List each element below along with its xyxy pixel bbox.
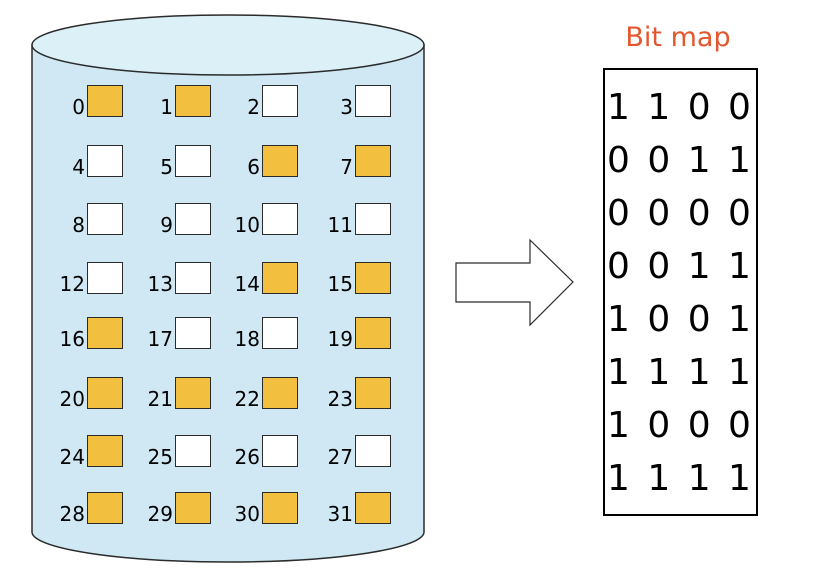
block-used [175, 85, 211, 117]
block-used [355, 262, 391, 294]
block-label: 16 [59, 327, 85, 351]
block-used [262, 492, 298, 524]
block-free [262, 317, 298, 349]
block-used [355, 317, 391, 349]
block-free [355, 435, 391, 467]
block-label: 28 [59, 502, 85, 526]
block-used [87, 435, 123, 467]
block-free [175, 145, 211, 177]
bitmap-row: 0 0 1 1 [607, 140, 754, 181]
block-label: 26 [234, 445, 260, 469]
block-label: 23 [327, 387, 353, 411]
bitmap-row: 1 0 0 1 [607, 299, 754, 340]
block-free [175, 317, 211, 349]
block-label: 29 [147, 502, 173, 526]
right-arrow-icon [455, 238, 574, 327]
block-used [262, 377, 298, 409]
disk-top [31, 14, 425, 76]
block-free [262, 85, 298, 117]
block-label: 27 [327, 445, 353, 469]
block-label: 0 [72, 95, 85, 119]
bitmap-row: 1 1 0 0 [607, 87, 754, 128]
disk-cylinder [31, 14, 425, 563]
block-label: 20 [59, 387, 85, 411]
block-label: 9 [160, 213, 173, 237]
bitmap-row: 0 0 1 1 [607, 246, 754, 287]
block-free [262, 203, 298, 235]
block-label: 31 [327, 502, 353, 526]
bitmap-row: 1 0 0 0 [607, 405, 754, 446]
block-free [355, 203, 391, 235]
block-label: 22 [234, 387, 260, 411]
block-label: 4 [72, 155, 85, 179]
block-label: 5 [160, 155, 173, 179]
block-used [175, 377, 211, 409]
block-label: 14 [234, 272, 260, 296]
block-label: 6 [247, 155, 260, 179]
block-label: 13 [147, 272, 173, 296]
bitmap-title: Bit map [625, 22, 731, 53]
block-free [175, 435, 211, 467]
disk-body [31, 44, 425, 563]
bitmap-row: 1 1 1 1 [607, 458, 754, 499]
block-label: 18 [234, 327, 260, 351]
bitmap-row: 1 1 1 1 [607, 352, 754, 393]
block-label: 1 [160, 95, 173, 119]
block-label: 10 [234, 213, 260, 237]
block-used [355, 377, 391, 409]
block-label: 15 [327, 272, 353, 296]
bitmap-row: 0 0 0 0 [607, 193, 754, 234]
block-label: 8 [72, 213, 85, 237]
block-free [87, 262, 123, 294]
block-label: 19 [327, 327, 353, 351]
block-label: 21 [147, 387, 173, 411]
block-used [87, 492, 123, 524]
block-free [262, 435, 298, 467]
block-label: 25 [147, 445, 173, 469]
block-free [87, 203, 123, 235]
block-free [355, 85, 391, 117]
block-label: 7 [340, 155, 353, 179]
block-free [175, 203, 211, 235]
block-free [87, 145, 123, 177]
block-used [87, 377, 123, 409]
block-label: 24 [59, 445, 85, 469]
block-used [175, 492, 211, 524]
block-used [355, 492, 391, 524]
block-used [87, 85, 123, 117]
block-used [262, 145, 298, 177]
block-label: 11 [327, 213, 353, 237]
bitmap-box: 1 1 0 0 0 0 1 1 0 0 0 0 0 0 1 1 1 0 0 1 … [603, 68, 758, 516]
block-used [87, 317, 123, 349]
block-free [175, 262, 211, 294]
block-label: 12 [59, 272, 85, 296]
block-used [262, 262, 298, 294]
block-used [355, 145, 391, 177]
block-label: 17 [147, 327, 173, 351]
block-label: 30 [234, 502, 260, 526]
block-label: 3 [340, 95, 353, 119]
block-label: 2 [247, 95, 260, 119]
